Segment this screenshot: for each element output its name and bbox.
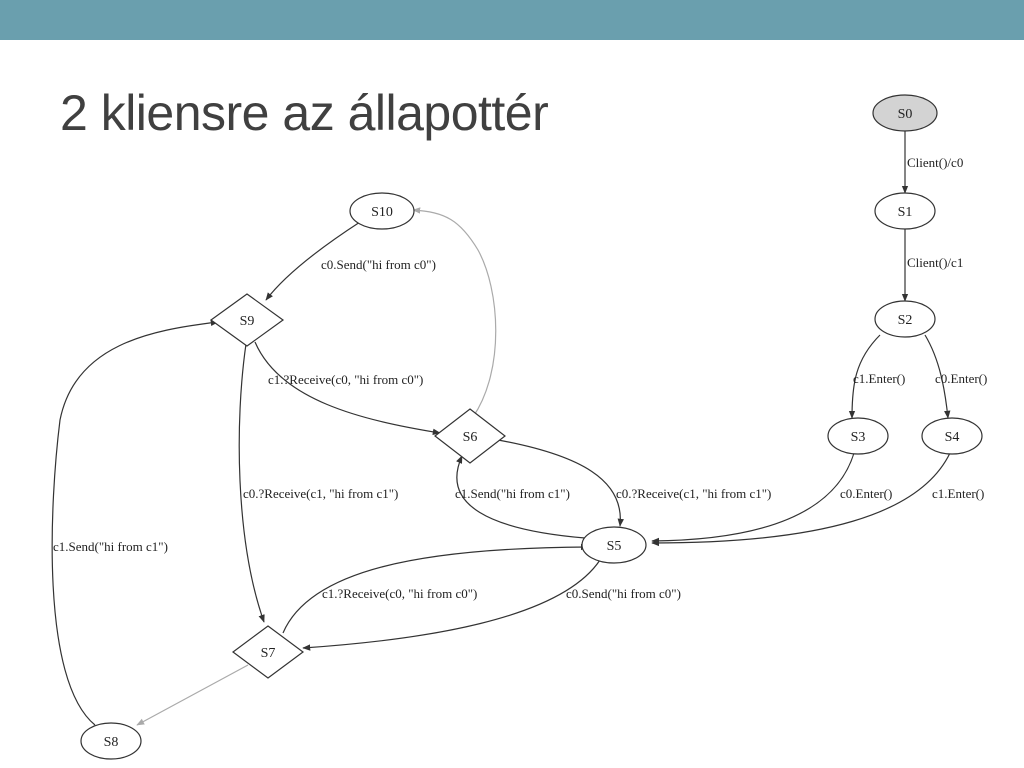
edge-label-s7-s5: c1.?Receive(c0, "hi from c0") xyxy=(322,586,477,601)
node-s6-label: S6 xyxy=(463,430,478,445)
node-s7-shape xyxy=(231,625,305,679)
edge-s9-s6 xyxy=(254,341,441,436)
edge-s6-s10 xyxy=(412,207,497,418)
edge-label-s9-s6: c1.?Receive(c0, "hi from c0") xyxy=(268,372,423,387)
node-s2-label: S2 xyxy=(898,313,913,328)
slide-title: 2 kliensre az állapottér xyxy=(60,85,549,141)
edge-s7-s8 xyxy=(136,664,249,726)
edge-s4-s5 xyxy=(651,452,951,547)
node-s7-label: S7 xyxy=(261,646,276,661)
edge-s6-s5 xyxy=(497,439,624,527)
node-s8-shape xyxy=(80,722,142,760)
edge-label-s9-s7: c0.?Receive(c1, "hi from c1") xyxy=(243,486,398,501)
node-s5-label: S5 xyxy=(607,539,622,554)
edge-label-s5-s6: c1.Send("hi from c1") xyxy=(455,486,570,501)
edge-s8-s9 xyxy=(51,319,219,726)
node-s10-label: S10 xyxy=(371,205,393,220)
node-s1-shape xyxy=(874,192,936,230)
edge-label-s2-s4: c0.Enter() xyxy=(935,371,987,386)
node-s1-label: S1 xyxy=(898,205,913,220)
edge-s7-s5 xyxy=(282,543,589,634)
node-s5-shape xyxy=(581,526,647,564)
edge-s9-s7 xyxy=(238,343,265,623)
node-s0-label: S0 xyxy=(898,107,913,122)
edge-label-s1-s2: Client()/c1 xyxy=(907,255,963,270)
edge-label-s5-s7: c0.Send("hi from c0") xyxy=(566,586,681,601)
edge-s3-s5 xyxy=(651,452,855,545)
edge-s10-s9 xyxy=(265,221,361,301)
node-s3-label: S3 xyxy=(851,430,866,445)
edge-label-s2-s3: c1.Enter() xyxy=(853,371,905,386)
node-s3-shape xyxy=(827,417,889,455)
node-s0-shape xyxy=(872,94,938,132)
edge-label-s10-s9: c0.Send("hi from c0") xyxy=(321,257,436,272)
node-s2-shape xyxy=(874,300,936,338)
edge-s5-s7 xyxy=(302,559,601,651)
edge-label-s3-s5: c0.Enter() xyxy=(840,486,892,501)
node-s9-label: S9 xyxy=(240,314,255,329)
edge-s2-s3 xyxy=(848,334,881,419)
edge-label-s0-s1: Client()/c0 xyxy=(907,155,963,170)
node-s6-shape xyxy=(434,408,506,464)
node-s8-label: S8 xyxy=(104,735,119,750)
edge-label-s6-s5: c0.?Receive(c1, "hi from c1") xyxy=(616,486,771,501)
edge-s5-s6 xyxy=(456,455,586,539)
node-s4-label: S4 xyxy=(945,430,960,445)
header-bar xyxy=(0,0,1024,40)
node-s10-shape xyxy=(349,192,415,230)
node-s9-shape xyxy=(209,293,285,347)
edge-label-s8-s9: c1.Send("hi from c1") xyxy=(53,539,168,554)
edge-label-s4-s5: c1.Enter() xyxy=(932,486,984,501)
node-s4-shape xyxy=(921,417,983,455)
edge-s2-s4 xyxy=(924,334,951,419)
